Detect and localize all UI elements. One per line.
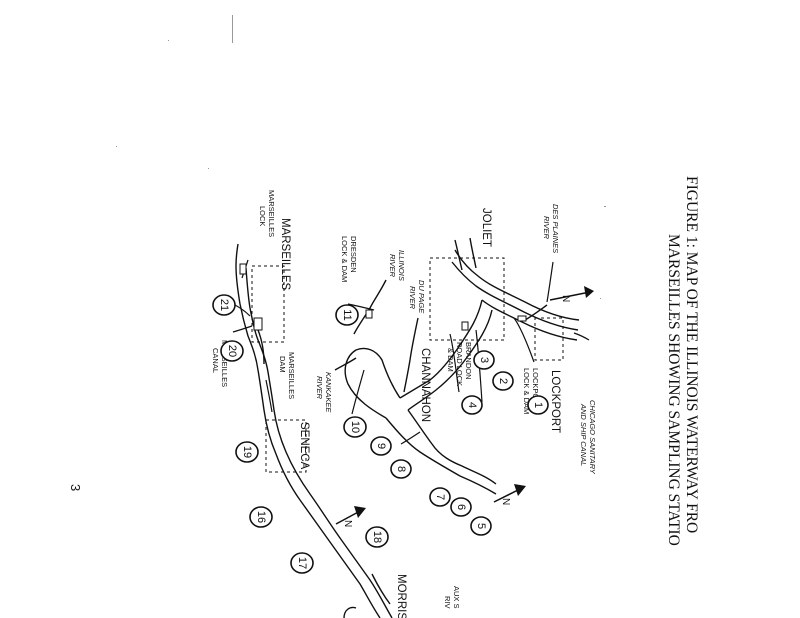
svg-text:18: 18 <box>371 531 383 543</box>
north-label: N <box>342 520 353 527</box>
label-brandon-2: ROAD LOCK <box>455 342 464 386</box>
label-kankakee-2: RIVER <box>315 376 324 400</box>
north-label: N <box>560 295 571 302</box>
svg-text:19: 19 <box>241 446 253 458</box>
caption-line-2: MARSEILLES SHOWING SAMPLING STATIO <box>665 234 682 546</box>
seneca-box <box>265 419 307 473</box>
dresden-lock-marker <box>365 309 373 319</box>
label-marseilles-canal-1: MARSEILLES <box>220 340 229 387</box>
lock-dam-markers <box>239 263 527 331</box>
label-chicago-canal-1: CHICAGO SANITARY <box>588 400 597 475</box>
label-dresden-2: LOCK & DAM <box>340 236 349 282</box>
north-arrow-top: N <box>549 286 594 302</box>
station-20[interactable]: 20 <box>220 340 244 362</box>
station-2[interactable]: 2 <box>492 371 514 391</box>
station-3[interactable]: 3 <box>473 350 495 370</box>
place-labels: LOCKPORT JOLIET CHANNAHON MARSEILLES SEN… <box>279 208 561 618</box>
label-lockport: LOCKPORT <box>549 370 561 433</box>
lockport-box <box>534 317 564 361</box>
marseilles-lock-marker <box>239 263 247 275</box>
north-arrow-lower: N <box>335 506 366 527</box>
label-lockport-lock-2: LOCK & DAM <box>522 368 531 414</box>
lower-river <box>235 243 393 618</box>
label-illinois-river-1: ILLINOIS <box>397 250 406 281</box>
station-18[interactable]: 18 <box>365 526 389 548</box>
pointer-arrows <box>228 259 590 445</box>
station-19[interactable]: 19 <box>235 441 259 463</box>
label-aux-sable-1: AUX S <box>452 586 461 609</box>
label-du-page-1: DU PAGE <box>417 280 426 314</box>
caption-line-1: FIGURE 1: MAP OF THE ILLINOIS WATERWAY F… <box>683 176 700 533</box>
station-8[interactable]: 8 <box>390 459 412 479</box>
svg-text:16: 16 <box>255 511 267 523</box>
label-des-plaines-2: RIVER <box>542 216 551 240</box>
sampling-stations: 1 2 3 4 5 6 7 8 <box>212 294 549 574</box>
label-seneca: SENECA <box>298 422 310 470</box>
svg-text:3: 3 <box>478 357 490 363</box>
label-marseilles-dam-1: MARSEILLES <box>287 352 296 399</box>
station-7[interactable]: 7 <box>429 487 451 507</box>
label-marseilles: MARSEILLES <box>279 218 291 291</box>
station-1[interactable]: 1 <box>527 395 549 415</box>
station-16[interactable]: 16 <box>249 506 273 528</box>
svg-text:1: 1 <box>532 402 544 408</box>
lockport-lock-marker <box>517 315 527 322</box>
svg-text:2: 2 <box>497 378 509 384</box>
svg-text:7: 7 <box>434 494 446 500</box>
station-6[interactable]: 6 <box>450 497 472 517</box>
label-du-page-2: RIVER <box>408 286 417 310</box>
joliet-box <box>429 257 505 341</box>
partial-station-marker <box>343 606 357 618</box>
north-arrow-middle: N <box>493 484 526 505</box>
svg-text:10: 10 <box>349 421 361 433</box>
label-illinois-river-2: RIVER <box>388 254 397 278</box>
page-number: 3 <box>68 484 83 491</box>
svg-text:11: 11 <box>341 309 353 320</box>
station-17[interactable]: 17 <box>290 552 314 574</box>
scan-specks <box>116 15 606 299</box>
lock-labels: LOCKPORT LOCK & DAM BRANDON ROAD LOCK & … <box>258 190 540 414</box>
north-label: N <box>500 498 511 505</box>
label-lockport-lock-1: LOCKPORT <box>531 368 540 410</box>
station-5[interactable]: 5 <box>470 516 492 536</box>
label-brandon-3: & DAM <box>446 348 455 372</box>
label-marseilles-dam-2: DAM <box>278 356 287 373</box>
svg-text:9: 9 <box>375 443 387 449</box>
label-kankakee-1: KANKAKEE <box>324 372 333 413</box>
label-des-plaines-1: DES PLAINES <box>551 204 560 253</box>
svg-text:21: 21 <box>218 299 230 311</box>
station-21[interactable]: 21 <box>212 294 236 316</box>
station-9[interactable]: 9 <box>370 436 392 456</box>
station-11[interactable]: 11 <box>335 304 359 326</box>
marseilles-dam-marker <box>253 317 263 331</box>
upper-river <box>334 237 580 495</box>
station-4[interactable]: 4 <box>461 395 483 415</box>
label-brandon-1: BRANDON <box>464 342 473 380</box>
brandon-lock-marker <box>461 321 469 331</box>
svg-text:6: 6 <box>455 504 467 510</box>
label-channahon: CHANNAHON <box>419 348 431 422</box>
svg-text:5: 5 <box>475 523 487 529</box>
label-marseilles-lock-2: LOCK <box>258 206 267 226</box>
label-dresden-1: DRESDEN <box>349 236 358 273</box>
label-joliet: JOLIET <box>480 208 492 247</box>
svg-text:17: 17 <box>296 557 308 569</box>
svg-text:4: 4 <box>466 402 478 408</box>
label-marseilles-lock-1: MARSEILLES <box>267 190 276 237</box>
label-morris: MORRIS <box>395 574 407 618</box>
waterway-labels: DES PLAINES RIVER CHICAGO SANITARY AND S… <box>211 204 597 609</box>
label-marseilles-canal-2: CANAL <box>211 348 220 373</box>
svg-text:8: 8 <box>395 466 407 472</box>
label-aux-sable-2: RIV <box>443 596 452 609</box>
station-10[interactable]: 10 <box>343 416 367 438</box>
svg-text:20: 20 <box>226 345 238 357</box>
label-chicago-canal-2: AND SHIP CANAL <box>579 403 588 466</box>
city-boundaries <box>251 257 564 473</box>
